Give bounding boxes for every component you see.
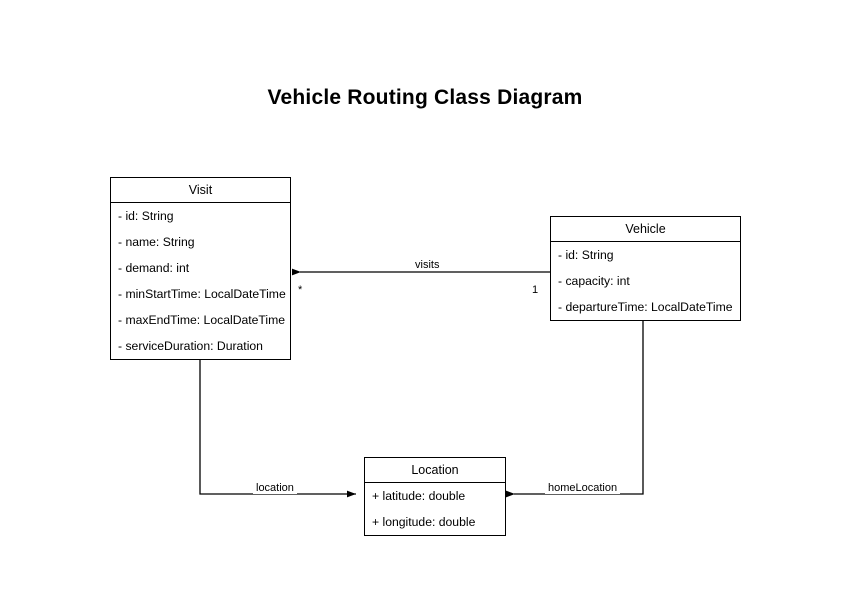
attribute-row: - id: String bbox=[558, 248, 614, 262]
class-box-visit[interactable]: Visit - id: String - name: String - dema… bbox=[110, 177, 291, 360]
edge-label-visits: visits bbox=[412, 259, 443, 271]
class-box-location[interactable]: Location + latitude: double + longitude:… bbox=[364, 457, 506, 536]
edge-location bbox=[199, 360, 356, 498]
attribute-list-vehicle: - id: String - capacity: int - departure… bbox=[551, 242, 740, 320]
edge-label-homelocation: homeLocation bbox=[545, 482, 621, 494]
attribute-row: - maxEndTime: LocalDateTime bbox=[118, 313, 286, 327]
attribute-row: - name: String bbox=[118, 235, 195, 249]
attribute-row: - departureTime: LocalDateTime bbox=[558, 300, 733, 314]
edge-homelocation bbox=[506, 321, 644, 498]
multiplicity-visits-source: 1 bbox=[532, 284, 539, 296]
attribute-row: + longitude: double bbox=[372, 515, 476, 529]
class-name-location: Location bbox=[365, 458, 505, 483]
attribute-row: - capacity: int bbox=[558, 274, 630, 288]
attribute-list-visit: - id: String - name: String - demand: in… bbox=[111, 203, 290, 359]
attribute-row: - serviceDuration: Duration bbox=[118, 339, 263, 353]
diagram-title: Vehicle Routing Class Diagram bbox=[267, 86, 583, 109]
attribute-list-location: + latitude: double + longitude: double bbox=[365, 483, 505, 535]
class-box-vehicle[interactable]: Vehicle - id: String - capacity: int - d… bbox=[550, 216, 741, 321]
attribute-row: - id: String bbox=[118, 209, 174, 223]
attribute-row: + latitude: double bbox=[372, 489, 466, 503]
edge-label-location: location bbox=[253, 482, 297, 494]
attribute-row: - demand: int bbox=[118, 261, 190, 275]
attribute-row: - minStartTime: LocalDateTime bbox=[118, 287, 286, 301]
class-name-vehicle: Vehicle bbox=[551, 217, 740, 242]
class-name-visit: Visit bbox=[111, 178, 290, 203]
multiplicity-visits-target: * bbox=[298, 284, 303, 296]
